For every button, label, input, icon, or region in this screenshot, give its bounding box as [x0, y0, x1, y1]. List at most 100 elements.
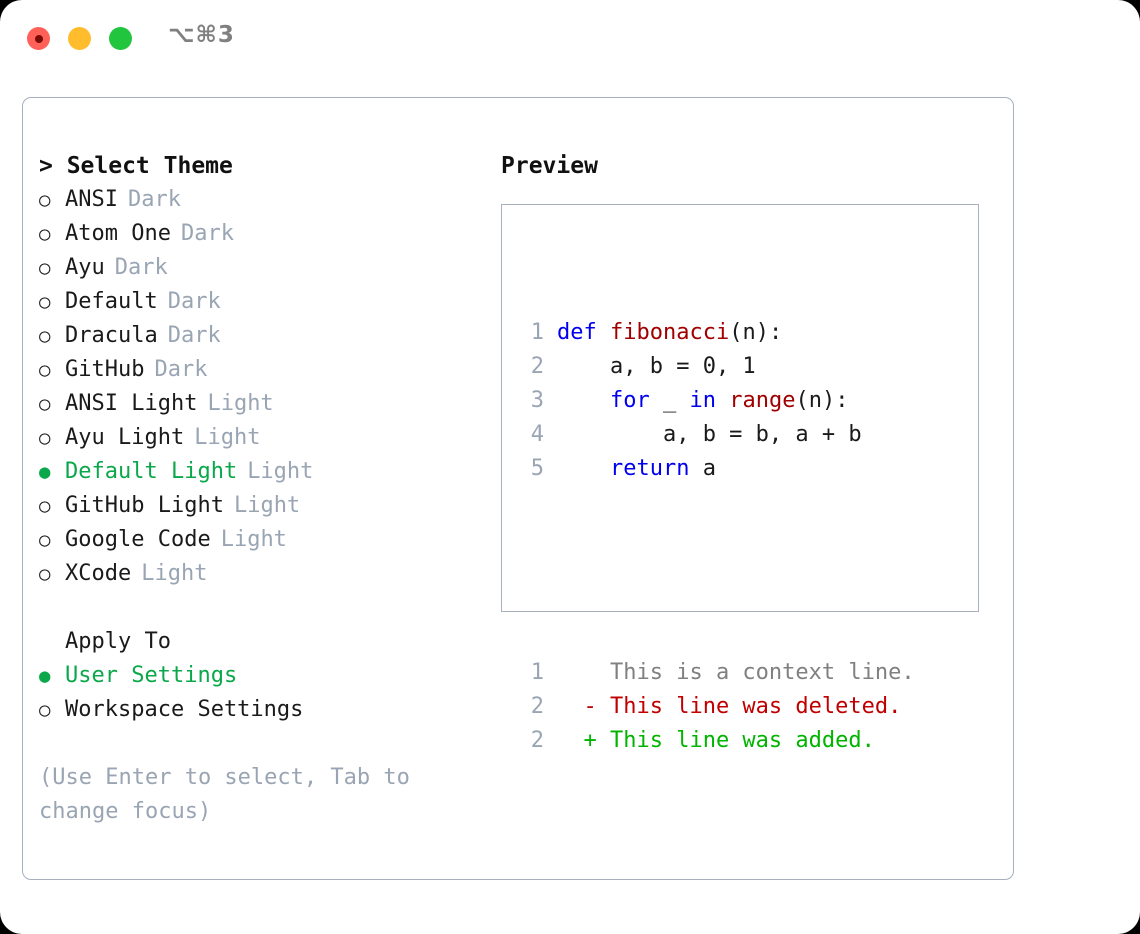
theme-option-tag: Dark: [154, 357, 208, 382]
theme-option-default[interactable]: ○ Default Dark: [39, 285, 479, 319]
minimize-button[interactable]: [68, 27, 91, 50]
theme-option-tag: Dark: [114, 255, 168, 280]
theme-option-tag: Dark: [127, 187, 181, 212]
code-line-content: for _ in range(n):: [557, 384, 848, 418]
theme-option-label: XCode: [65, 561, 132, 586]
radio-unselected-icon: ○: [39, 223, 51, 245]
radio-unselected-icon: ○: [39, 495, 51, 517]
theme-option-tag: Light: [207, 391, 274, 416]
theme-option-tag: Light: [233, 493, 301, 518]
keyboard-hint-text: (Use Enter to select, Tab to change focu…: [39, 765, 424, 824]
theme-option-label: Ayu Light: [65, 425, 185, 450]
theme-option-tag: Light: [220, 527, 287, 552]
theme-option-ayu[interactable]: ○ Ayu Dark: [39, 251, 479, 285]
code-line: 5 return a: [518, 452, 915, 486]
theme-option-label: ANSI: [65, 187, 118, 212]
theme-option-default-light[interactable]: ● Default Light Light: [39, 455, 479, 489]
theme-option-tag: Light: [247, 459, 314, 484]
radio-unselected-icon: ○: [39, 189, 51, 211]
window-controls: [27, 27, 132, 50]
title-bar: ⌥⌘3: [0, 0, 1140, 78]
line-number: 4: [530, 422, 544, 447]
line-number: 2: [530, 354, 544, 379]
line-number: 5: [530, 456, 544, 481]
theme-option-dracula[interactable]: ○ Dracula Dark: [39, 319, 479, 353]
apply-to-option-label: User Settings: [65, 663, 238, 688]
apply-to-option-workspace-settings[interactable]: ○Workspace Settings: [39, 693, 479, 727]
code-spacer: [518, 554, 915, 588]
diff-line-number: 2: [530, 694, 544, 719]
radio-selected-icon: ●: [39, 461, 51, 483]
code-token-kw: def: [557, 320, 610, 345]
theme-option-label: ANSI Light: [65, 391, 198, 416]
apply-to-section: Apply To ● User Settings ○Workspace Settin…: [39, 625, 479, 727]
theme-option-xcode[interactable]: ○ XCode Light: [39, 557, 479, 591]
radio-unselected-icon: ○: [39, 257, 51, 279]
theme-option-label: Default Light: [65, 459, 238, 484]
theme-option-tag: Dark: [167, 289, 221, 314]
radio-unselected-icon: ○: [39, 325, 51, 347]
radio-unselected-icon: ○: [39, 427, 51, 449]
theme-option-tag: Dark: [167, 323, 221, 348]
code-token-plain: (n):: [795, 388, 849, 413]
diff-line-number: 1: [530, 660, 544, 685]
code-line-content: a, b = b, a + b: [557, 418, 862, 452]
line-number: 1: [530, 320, 544, 345]
code-token-plain: a: [689, 456, 716, 481]
diff-line-deleted: 2 - This line was deleted.: [518, 690, 915, 724]
theme-option-label: Default: [65, 289, 158, 314]
code-token-plain: [716, 388, 729, 413]
code-token-plain: _: [649, 388, 690, 413]
theme-option-ansi-light[interactable]: ○ ANSI Light Light: [39, 387, 479, 421]
code-token-fn: range: [729, 388, 796, 413]
code-token-plain: [557, 388, 610, 413]
code-token-plain: a, b = b, a + b: [557, 422, 862, 447]
radio-unselected-icon: ○: [39, 359, 51, 381]
maximize-button[interactable]: [109, 27, 132, 50]
apply-to-list: ● User Settings ○Workspace Settings: [39, 659, 479, 727]
code-line: 3 for _ in range(n):: [518, 384, 915, 418]
window-shortcut-label: ⌥⌘3: [168, 22, 235, 48]
diff-line-content: + This line was added.: [557, 728, 875, 753]
apply-to-heading: Apply To: [65, 629, 171, 654]
radio-selected-icon: ●: [39, 665, 51, 687]
apply-to-option-user-settings[interactable]: ● User Settings: [39, 659, 479, 693]
theme-option-label: Dracula: [65, 323, 158, 348]
diff-line-content: This is a context line.: [557, 660, 915, 685]
code-line: 2 a, b = 0, 1: [518, 350, 915, 384]
code-token-fn: fibonacci: [609, 320, 730, 345]
theme-option-tag: Light: [141, 561, 208, 586]
code-token-plain: [557, 456, 610, 481]
radio-unselected-icon: ○: [39, 563, 51, 585]
apply-to-option-label: Workspace Settings: [65, 697, 304, 722]
code-token-plain: a, b = 0, 1: [557, 354, 756, 379]
diff-line-number: 2: [530, 728, 544, 753]
theme-option-label: Ayu: [65, 255, 105, 280]
theme-option-label: GitHub: [65, 357, 145, 382]
code-token-kw: in: [689, 388, 716, 413]
theme-option-label: Atom One: [65, 221, 171, 246]
theme-option-ansi[interactable]: ○ ANSI Dark: [39, 183, 479, 217]
close-button[interactable]: [27, 27, 50, 50]
theme-option-github[interactable]: ○ GitHub Dark: [39, 353, 479, 387]
radio-unselected-icon: ○: [39, 291, 51, 313]
diff-line-content: - This line was deleted.: [557, 694, 902, 719]
diff-block: 1 This is a context line. 2 - This line w…: [518, 656, 915, 758]
radio-unselected-icon: ○: [39, 393, 51, 415]
diff-line-added: 2 + This line was added.: [518, 724, 915, 758]
code-line-content: return a: [557, 452, 716, 486]
radio-unselected-icon: ○: [39, 529, 51, 551]
line-number: 3: [530, 388, 544, 413]
